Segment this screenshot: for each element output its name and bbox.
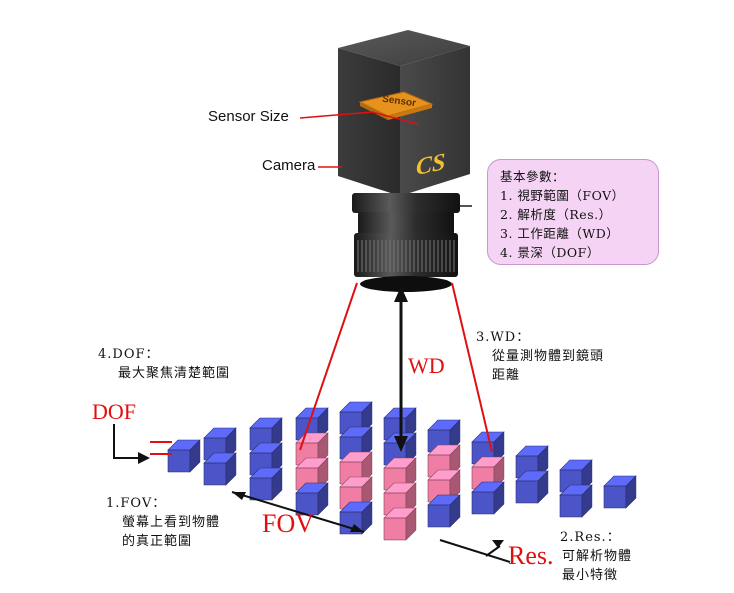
res-desc-line2: 最小特徵 [562, 568, 619, 583]
dof-desc: 最大聚焦清楚範圍 [118, 366, 231, 381]
res-big-label: Res. [508, 541, 554, 570]
camera-label: Camera [262, 157, 316, 174]
res-dimension [439, 539, 511, 563]
dof-title: 4.DOF： [98, 347, 160, 362]
fov-big-label: FOV [262, 509, 315, 538]
wd-big-label: WD [408, 353, 445, 378]
wd-desc-line1: 從量測物體到鏡頭 [492, 349, 605, 364]
dof-big-label: DOF [92, 399, 137, 424]
fov-desc-line1: 螢幕上看到物體 [122, 515, 221, 530]
object-cube [603, 475, 637, 509]
object-cube [295, 457, 329, 491]
object-cube [471, 481, 505, 515]
object-cube [559, 484, 593, 518]
parameters-box: 基本參數： 1. 視野範圍（FOV） 2. 解析度（Res.） 3. 工作距離（… [487, 159, 659, 265]
camera-logo: CS [416, 148, 446, 182]
object-cube [249, 467, 283, 501]
object-cube [383, 507, 417, 541]
object-cube [427, 444, 461, 478]
fov-dimension [231, 491, 365, 533]
sensor-size-pointer [299, 111, 373, 119]
object-cube [339, 501, 373, 535]
lens [352, 193, 472, 292]
res-title: 2.Res.： [560, 530, 621, 545]
wd-title: 3.WD： [476, 330, 531, 345]
fov-right-ray [451, 282, 493, 453]
object-cube [515, 470, 549, 504]
object-cube [427, 494, 461, 528]
parameter-item: 1. 視野範圍（FOV） [500, 188, 625, 203]
sensor-size-arrow [371, 111, 419, 125]
object-cube [167, 439, 201, 473]
dof-pointer [113, 424, 140, 459]
parameter-item: 4. 景深（DOF） [500, 245, 600, 260]
parameters-title: 基本參數： [500, 169, 566, 184]
dof-bracket [150, 441, 172, 455]
fov-title: 1.FOV： [106, 496, 167, 511]
object-cube-grid [167, 401, 637, 541]
parameter-item: 3. 工作距離（WD） [500, 226, 620, 241]
res-desc-line1: 可解析物體 [562, 549, 633, 564]
fov-desc-line2: 的真正範圍 [122, 534, 193, 549]
object-cube [339, 476, 373, 510]
object-cube [295, 482, 329, 516]
wd-desc-line2: 距離 [492, 368, 521, 383]
sensor-size-label: Sensor Size [208, 108, 289, 125]
parameter-item: 2. 解析度（Res.） [500, 207, 612, 222]
object-cube [203, 452, 237, 486]
camera-body [338, 30, 470, 196]
wd-arrow [394, 286, 408, 452]
fov-left-ray [299, 282, 358, 451]
